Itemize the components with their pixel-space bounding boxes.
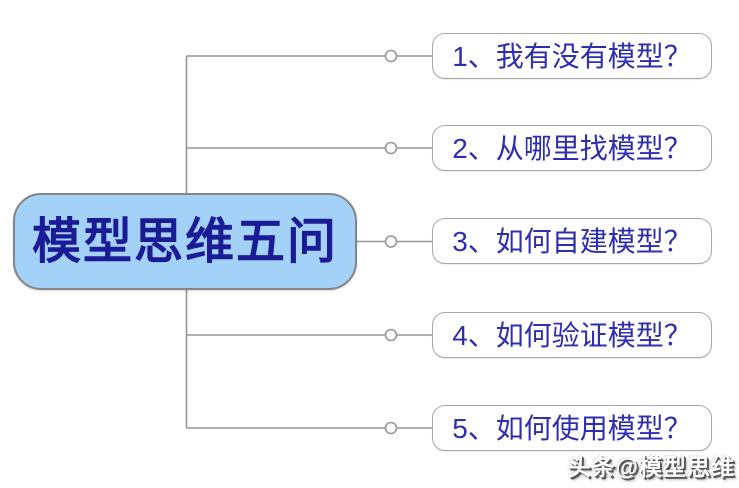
branch-node-4-label: 4、如何验证模型？ bbox=[452, 320, 692, 351]
branch-node-2[interactable]: 2、从哪里找模型？ bbox=[432, 125, 712, 171]
branch-node-3-label: 3、如何自建模型？ bbox=[452, 226, 692, 257]
root-node[interactable]: 模型思维五问 bbox=[13, 193, 357, 290]
branch-node-5-label: 5、如何使用模型？ bbox=[452, 413, 692, 444]
connector-dot-2 bbox=[384, 141, 398, 155]
branch-node-4[interactable]: 4、如何验证模型？ bbox=[432, 312, 712, 358]
root-node-label: 模型思维五问 bbox=[31, 215, 338, 269]
connector-dot-5 bbox=[384, 421, 398, 435]
connector-dot-3 bbox=[384, 235, 398, 248]
branch-node-2-label: 2、从哪里找模型？ bbox=[452, 133, 692, 164]
branch-node-1-label: 1、我有没有模型？ bbox=[452, 41, 692, 72]
connector-dot-4 bbox=[384, 328, 398, 342]
watermark: 头条@模型思维 bbox=[567, 454, 735, 480]
branch-node-5[interactable]: 5、如何使用模型？ bbox=[432, 405, 712, 451]
branch-node-3[interactable]: 3、如何自建模型？ bbox=[432, 218, 712, 264]
branch-node-1[interactable]: 1、我有没有模型？ bbox=[432, 33, 712, 79]
connector-dot-1 bbox=[384, 49, 398, 63]
